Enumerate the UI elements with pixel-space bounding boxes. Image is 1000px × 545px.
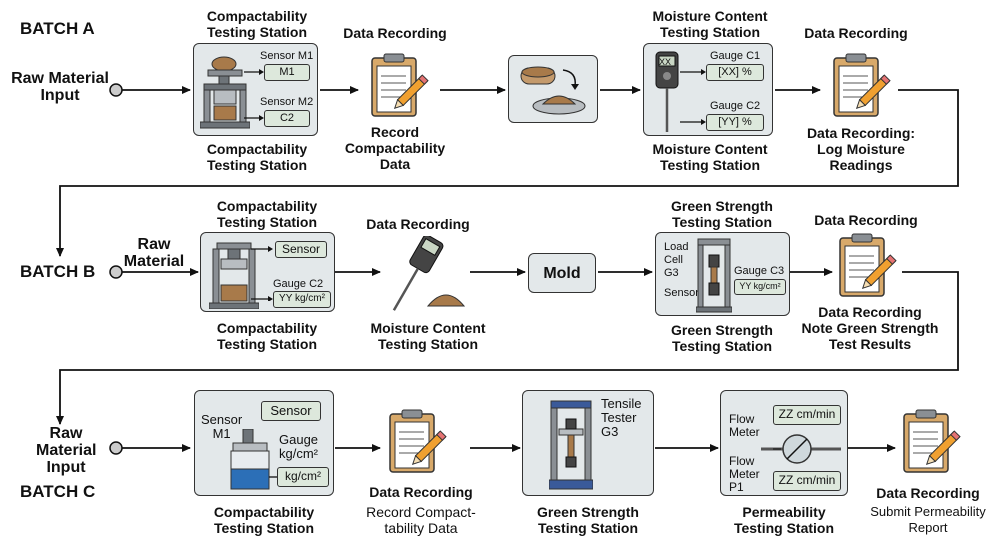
mold-box: Mold bbox=[528, 253, 596, 293]
row-c-perm-panel: Flow Meter Flow Meter P1 ZZ cm/min ZZ cm… bbox=[720, 390, 848, 496]
row-c-record2-text: Submit Permeability Report bbox=[870, 504, 986, 535]
row-b-gauge-display: YY kg/cm² bbox=[273, 291, 331, 308]
clipboard-pencil-icon bbox=[389, 409, 447, 473]
sensor-lines bbox=[251, 246, 273, 301]
flow-meter-icon bbox=[761, 434, 841, 464]
row-a-compaction-caption: Compactability Testing Station bbox=[206, 141, 308, 173]
input-dot-a bbox=[109, 83, 123, 97]
row-a-record1-title: Data Recording bbox=[343, 25, 447, 41]
row-a-record2-title: Data Recording bbox=[804, 25, 908, 41]
row-a-moisture-caption: Moisture Content Testing Station bbox=[652, 141, 768, 173]
row-c-perm-caption: Permeability Testing Station bbox=[733, 504, 835, 536]
input-dot-b bbox=[109, 265, 123, 279]
clipboard-pencil-icon bbox=[371, 53, 429, 117]
row-a-record1-caption: Record Compactability Data bbox=[344, 124, 446, 172]
row-c-sensor-label: Sensor M1 bbox=[201, 412, 243, 441]
gauge-c1-display: [XX] % bbox=[706, 64, 764, 81]
tensile-tester-icon bbox=[696, 238, 732, 313]
row-b-moisture-caption: Moisture Content Testing Station bbox=[370, 320, 486, 352]
gauge-lines bbox=[680, 69, 706, 125]
sand-dish-icon bbox=[520, 66, 586, 115]
row-b-compaction-caption: Compactability Testing Station bbox=[216, 320, 318, 352]
flow-meter-label: Flow Meter bbox=[729, 412, 760, 439]
sensor-m1-display: M1 bbox=[264, 64, 310, 81]
tensile-tester-label: Tensile Tester G3 bbox=[601, 396, 642, 439]
tensile-tester-icon bbox=[549, 400, 593, 490]
row-a-compaction-title: Compactability Testing Station bbox=[206, 8, 308, 40]
row-c-input-label: Raw Material Input bbox=[36, 425, 97, 476]
row-b-green-panel: Load Cell G3 Sensor Gauge C3 YY kg/cm² bbox=[655, 232, 790, 316]
row-a-input-label: Raw Material Input bbox=[11, 70, 109, 104]
row-c-record1-title: Data Recording bbox=[369, 484, 473, 500]
row-b-sensor-display: Sensor bbox=[275, 241, 327, 258]
load-cell-label: Load Cell G3 bbox=[664, 241, 689, 279]
row-b-green-caption: Green Strength Testing Station bbox=[671, 322, 773, 354]
gauge-c2-display: [YY] % bbox=[706, 114, 764, 131]
row-a-record2-caption: Data Recording: Log Moisture Readings bbox=[806, 125, 916, 173]
gauge-c3-display: YY kg/cm² bbox=[734, 279, 786, 295]
row-b-input-label: Raw Material bbox=[123, 236, 185, 270]
connector-b-to-c bbox=[56, 271, 959, 425]
gauge-c3-label: Gauge C3 bbox=[734, 265, 785, 277]
row-a-mixing-panel bbox=[508, 55, 598, 123]
row-b-record-caption: Data Recording Note Green Strength Test … bbox=[801, 304, 939, 352]
row-a-moisture-title: Moisture Content Testing Station bbox=[652, 8, 768, 40]
row-c-compaction-panel: Sensor M1 Sensor Gauge kg/cm² kg/cm² bbox=[194, 390, 334, 496]
row-c-record2-title: Data Recording bbox=[876, 485, 980, 501]
row-c-compaction-caption: Compactability Testing Station bbox=[213, 504, 315, 536]
gauge-c2-label: Gauge C2 bbox=[710, 100, 761, 112]
row-a-moisture-panel: XX Gauge C1 [XX] % Gauge C2 [YY] % bbox=[643, 43, 773, 136]
row-c-record1-text: Record Compact- tability Data bbox=[366, 504, 476, 536]
sensor-lines bbox=[244, 69, 264, 121]
row-b-compaction-title: Compactability Testing Station bbox=[216, 198, 318, 230]
batch-a-label: BATCH A bbox=[20, 19, 95, 38]
clipboard-pencil-icon bbox=[903, 409, 961, 473]
row-b-green-title: Green Strength Testing Station bbox=[671, 198, 773, 230]
sensor-m1-label: Sensor M1 bbox=[260, 50, 314, 62]
row-b-sensor-label: Sensor bbox=[664, 287, 699, 299]
sensor-m2-display: C2 bbox=[264, 110, 310, 127]
row-c-sensor-display: Sensor bbox=[261, 401, 321, 421]
batch-b-label: BATCH B bbox=[20, 262, 96, 281]
row-c-gauge-label: Gauge kg/cm² bbox=[279, 432, 319, 461]
hydraulic-press-icon bbox=[200, 56, 250, 129]
row-c-green-caption: Green Strength Testing Station bbox=[537, 504, 639, 536]
sensor-m2-label: Sensor M2 bbox=[260, 96, 314, 108]
moisture-meter-icon bbox=[655, 51, 679, 132]
row-c-green-panel: Tensile Tester G3 bbox=[522, 390, 654, 496]
flow-meter-p1-label: Flow Meter P1 bbox=[729, 454, 760, 494]
clipboard-pencil-icon bbox=[833, 53, 891, 117]
compaction-cylinder-icon bbox=[230, 429, 277, 490]
connector-a-to-b bbox=[56, 89, 959, 257]
row-b-gauge-label: Gauge C2 bbox=[273, 278, 324, 290]
gauge-c1-label: Gauge C1 bbox=[710, 50, 761, 62]
flow2-display: ZZ cm/min bbox=[773, 471, 841, 491]
row-a-compaction-panel: Sensor M1 M1 Sensor M2 C2 bbox=[193, 43, 318, 136]
row-b-record-title: Data Recording bbox=[814, 212, 918, 228]
row-b-moisture-title: Data Recording bbox=[366, 216, 470, 232]
row-b-compaction-panel: Sensor Gauge C2 YY kg/cm² bbox=[200, 232, 335, 312]
row-c-gauge-display: kg/cm² bbox=[277, 467, 329, 487]
batch-c-label: BATCH C bbox=[20, 482, 96, 501]
meter-display: XX bbox=[659, 57, 672, 67]
input-dot-c bbox=[109, 441, 123, 455]
flow1-display: ZZ cm/min bbox=[773, 405, 841, 425]
clipboard-pencil-icon bbox=[839, 233, 897, 297]
moisture-probe-icon bbox=[392, 236, 466, 311]
